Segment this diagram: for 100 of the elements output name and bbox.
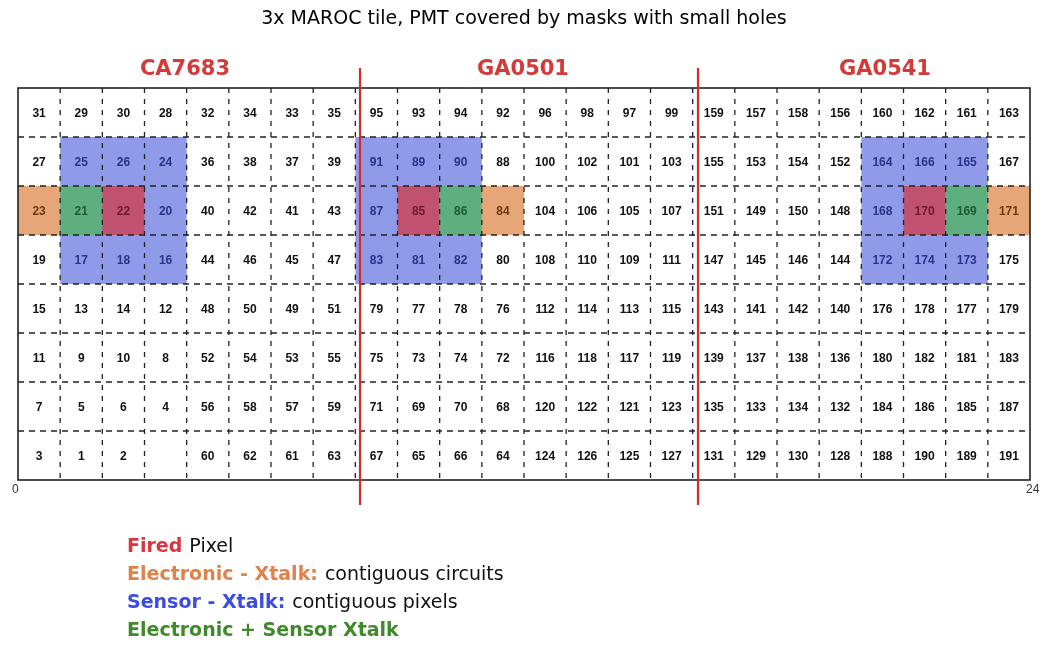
pixel-number: 52	[200, 349, 216, 366]
pixel-number: 13	[73, 300, 89, 317]
legend-text: Pixel	[189, 534, 234, 556]
pixel-number: 181	[955, 349, 978, 366]
pixel-number: 190	[913, 447, 936, 464]
pixel-number: 117	[618, 349, 641, 366]
pixel-number: 88	[495, 153, 511, 170]
pixel-number: 31	[31, 104, 47, 121]
pixel-number: 106	[576, 202, 599, 219]
pixel-number: 131	[702, 447, 725, 464]
pixel-number: 49	[284, 300, 300, 317]
pixel-number: 160	[871, 104, 894, 121]
pixel-number: 62	[242, 447, 258, 464]
pixel-number: 85	[410, 202, 427, 219]
pixel-number: 1	[76, 447, 86, 464]
pixel-number: 163	[997, 104, 1020, 121]
pixel-number: 124	[534, 447, 557, 464]
pixel-number: 125	[618, 447, 641, 464]
pixel-number: 141	[744, 300, 767, 317]
pixel-number: 107	[660, 202, 683, 219]
pixel-number: 42	[242, 202, 258, 219]
pixel-number: 182	[913, 349, 936, 366]
pixel-number: 10	[115, 349, 132, 366]
pixel-number: 41	[284, 202, 300, 219]
pixel-number: 139	[702, 349, 725, 366]
pixel-number: 23	[31, 202, 47, 219]
pixel-number: 169	[955, 202, 978, 219]
pixel-number: 104	[534, 202, 557, 219]
pixel-number: 184	[871, 398, 894, 415]
pixel-number: 154	[787, 153, 810, 170]
pixel-number: 48	[200, 300, 216, 317]
pixel-number: 7	[34, 398, 44, 415]
pixel-number: 162	[913, 104, 936, 121]
pixel-number: 74	[453, 349, 469, 366]
pixel-number: 79	[368, 300, 385, 317]
tile-label: GA0501	[476, 56, 570, 80]
pixel-number: 72	[495, 349, 511, 366]
pixel-number: 137	[744, 349, 767, 366]
pixel-number: 102	[576, 153, 599, 170]
pixel-number: 165	[955, 153, 978, 170]
pixel-number: 21	[73, 202, 89, 219]
pixel-number: 11	[31, 349, 47, 366]
pixel-number: 89	[410, 153, 427, 170]
pixel-number: 20	[157, 202, 174, 219]
pixel-number: 18	[115, 251, 132, 268]
pixel-number: 76	[495, 300, 511, 317]
pixel-number: 84	[495, 202, 511, 219]
pixel-number: 95	[368, 104, 385, 121]
legend-text: Electronic - Xtalk:	[127, 562, 318, 584]
pixel-number: 56	[200, 398, 216, 415]
pixel-number: 138	[787, 349, 810, 366]
pixel-number: 69	[410, 398, 427, 415]
pixel-number: 70	[453, 398, 469, 415]
pixel-number: 111	[661, 251, 682, 268]
pixel-number: 47	[326, 251, 342, 268]
legend-text: Electronic + Sensor Xtalk	[127, 618, 399, 640]
pixel-number: 46	[242, 251, 258, 268]
pixel-number: 87	[368, 202, 385, 219]
pixel-number: 100	[534, 153, 557, 170]
pixel-number: 4	[161, 398, 170, 415]
pixel-number: 86	[453, 202, 469, 219]
pixel-number: 65	[410, 447, 427, 464]
pixel-number: 16	[157, 251, 174, 268]
pixel-number: 75	[368, 349, 385, 366]
title: 3x MAROC tile, PMT covered by masks with small holes	[260, 6, 788, 28]
pixel-number: 119	[660, 349, 683, 366]
pixel-number: 164	[871, 153, 894, 170]
pixel-number: 63	[326, 447, 342, 464]
pixel-number: 129	[744, 447, 767, 464]
pixel-number: 19	[31, 251, 47, 268]
pixel-number: 73	[410, 349, 427, 366]
pixel-number: 57	[284, 398, 300, 415]
pixel-number: 27	[31, 153, 47, 170]
legend-text: Fired	[127, 534, 183, 556]
pixel-number: 150	[787, 202, 810, 219]
pixel-number: 133	[744, 398, 767, 415]
pixel-number: 191	[997, 447, 1020, 464]
pixel-number: 94	[453, 104, 469, 121]
pixel-number: 147	[702, 251, 725, 268]
pixel-number: 90	[453, 153, 469, 170]
pixel-number: 53	[284, 349, 300, 366]
pixel-number: 82	[453, 251, 469, 268]
pixel-number: 180	[871, 349, 894, 366]
pixel-number: 83	[368, 251, 385, 268]
pixel-number: 9	[76, 349, 86, 366]
tile-label: GA0541	[838, 56, 932, 80]
pixel-number: 155	[702, 153, 725, 170]
pixel-number: 183	[997, 349, 1020, 366]
pixel-number: 8	[161, 349, 170, 366]
pixel-number: 156	[829, 104, 852, 121]
pixel-number: 5	[76, 398, 86, 415]
pixel-number: 17	[73, 251, 89, 268]
pixel-number: 68	[495, 398, 511, 415]
pixel-number: 130	[787, 447, 810, 464]
legend-text: Sensor - Xtalk:	[127, 590, 286, 612]
pixel-number: 178	[913, 300, 936, 317]
pixel-number: 136	[829, 349, 852, 366]
axis-tick-label: 0	[12, 482, 19, 496]
pixel-number: 59	[326, 398, 342, 415]
pixel-number: 101	[618, 153, 641, 170]
